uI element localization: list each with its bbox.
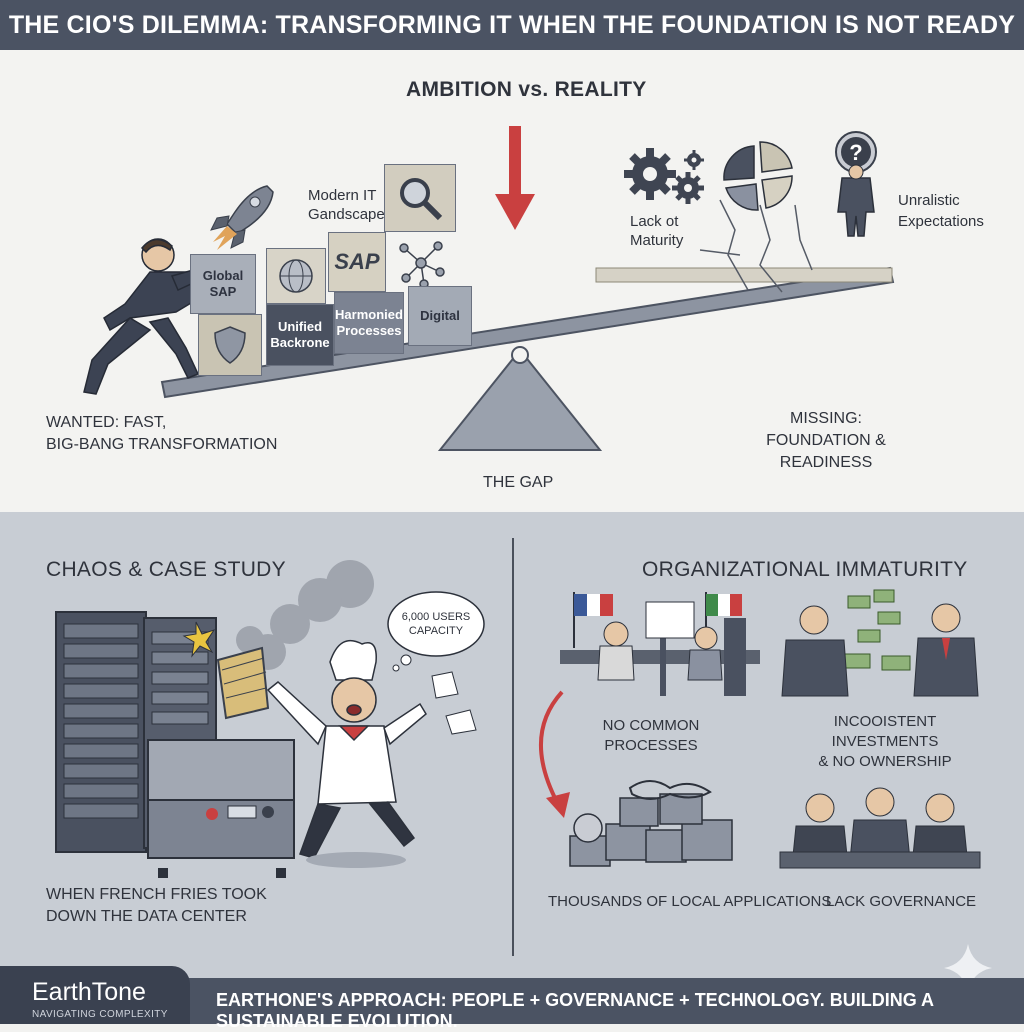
pile-of-computers-illustration	[569, 780, 733, 867]
chef-figure	[266, 639, 427, 868]
rocket-icon	[210, 185, 274, 250]
block-globe	[266, 248, 326, 304]
france-flag-icon	[573, 592, 613, 648]
page-title: THE CIO'S DILEMMA: TRANSFORMING IT WHEN …	[0, 0, 1024, 50]
section-divider	[512, 538, 514, 956]
approach-statement: EARTHONE'S APPROACH: PEOPLE + GOVERNANCE…	[216, 990, 934, 1031]
server-rack-left	[55, 611, 147, 853]
thought-bubble	[387, 591, 485, 672]
chaos-heading: CHAOS & CASE STUDY	[46, 558, 286, 581]
magnifier-icon	[400, 178, 443, 221]
seesaw-fulcrum	[437, 348, 603, 451]
block-global-sap: Global SAP	[190, 254, 256, 314]
meeting-table-illustration	[779, 787, 981, 869]
logo-box	[0, 966, 190, 1024]
block-shield	[198, 314, 262, 376]
svg-text:?: ?	[849, 140, 862, 165]
block-harmonized-processes: Harmonied Processes	[334, 292, 404, 354]
lack-maturity-label: Lack ot Maturity	[630, 213, 684, 249]
missing-label: MISSING: FOUNDATION & READINESS	[766, 410, 886, 471]
network-icon	[399, 241, 445, 289]
investment-businessmen-illustration	[781, 589, 979, 697]
gears-icon	[624, 148, 704, 204]
unrealistic-expectations-label: Unralistic Expectations	[898, 192, 984, 230]
french-fries-caption: WHEN FRENCH FRIES TOOK DOWN THE DATA CEN…	[46, 886, 267, 925]
fry-basket	[216, 646, 270, 720]
seesaw-illustration	[83, 199, 895, 451]
block-digital: Digital	[408, 286, 472, 346]
block-unified-backbone: Unified Backrone	[266, 304, 334, 366]
gap-label: THE GAP	[483, 474, 554, 491]
capacity-bubble-text: 6,000 USERS CAPACITY	[401, 611, 471, 637]
inconsistent-investments-label: INCOOISTENT INVESTMENTS & NO OWNERSHIP	[818, 713, 952, 770]
spark-icon	[182, 621, 216, 658]
brand-tagline: NAVIGATING COMPLEXITY	[32, 1009, 168, 1020]
wanted-label: WANTED: FAST, BIG-BANG TRANSFORMATION	[46, 414, 278, 453]
broken-pie-icon	[723, 141, 793, 211]
block-network	[396, 236, 446, 290]
curved-red-arrow-icon	[539, 690, 570, 818]
deep-fryer	[147, 739, 295, 878]
pushing-businessman	[83, 238, 205, 395]
question-person-icon: ?	[835, 131, 877, 237]
foundation-platform	[595, 267, 893, 283]
globe-icon	[279, 259, 313, 293]
shield-icon	[214, 326, 246, 364]
sparkle-icon	[944, 944, 992, 992]
block-magnifier	[384, 164, 456, 232]
local-applications-label: THOUSANDS OF LOCAL APPLICATIONS	[548, 893, 832, 910]
server-rack-fryer-illustration	[55, 560, 477, 878]
block-sap: SAP	[328, 232, 386, 292]
ambition-heading: AMBITION vs. REALITY	[406, 78, 647, 101]
brand-logo-name: EarthTone	[32, 978, 146, 1006]
modern-it-landscape-label: Modern IT Gandscape	[308, 187, 385, 223]
org-immaturity-heading: ORGANIZATIONAL IMMATURITY	[642, 558, 968, 581]
down-arrow-icon	[495, 126, 535, 230]
flying-papers	[431, 671, 477, 735]
office-workers-illustration	[560, 592, 760, 696]
seesaw-beam	[160, 266, 895, 399]
lack-governance-label: LACK GOVERNANCE	[826, 893, 977, 910]
crack-lines	[699, 199, 813, 293]
no-common-processes-label: NO COMMON PROCESSES	[602, 717, 700, 754]
